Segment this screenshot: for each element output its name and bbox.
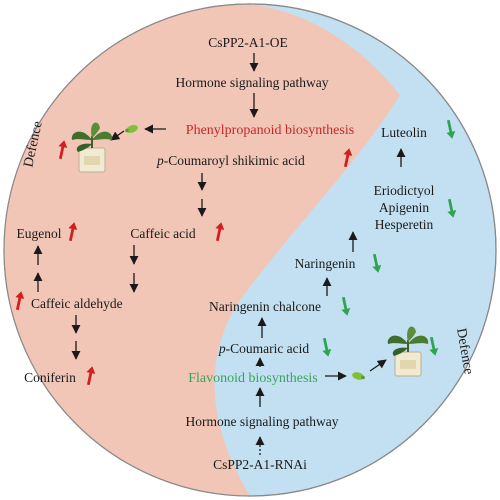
up-arrow-icon	[58, 140, 68, 160]
potted-plant-icon	[387, 326, 429, 377]
flavonoid-label: Flavonoid biosynthesis	[188, 371, 318, 386]
down-arrow-icon	[447, 198, 457, 218]
insect-icon	[125, 125, 138, 133]
down-arrow-icon	[446, 119, 456, 139]
apigenin-label: Apigenin	[379, 200, 429, 215]
down-arrow-icon	[341, 296, 351, 316]
outer-ring	[3, 3, 497, 497]
up-arrow-icon	[15, 291, 25, 311]
luteolin-label: Luteolin	[381, 125, 427, 140]
eriodictyol-label: Eriodictyol	[374, 183, 435, 198]
insect-icon	[352, 372, 365, 380]
coumaric-label: p-Coumaric acid	[218, 341, 310, 356]
up-arrow-icon	[215, 222, 225, 242]
flow-arrow	[110, 130, 125, 141]
potted-plant-icon	[71, 122, 113, 173]
coniferin-label: Coniferin	[24, 370, 76, 385]
chalcone-label: Naringenin chalcone	[209, 299, 321, 314]
up-arrow-icon	[343, 148, 353, 168]
up-arrow-icon	[68, 222, 78, 242]
oe-region	[4, 4, 400, 496]
naringenin-label: Naringenin	[295, 256, 356, 271]
down-arrow-icon	[429, 336, 439, 356]
eugenol-label: Eugenol	[17, 226, 62, 241]
caffeic-acid-label: Caffeic acid	[130, 226, 196, 241]
phenylpropanoid-label: Phenylpropanoid biosynthesis	[186, 123, 354, 138]
oe-hormone-label: Hormone signaling pathway	[176, 75, 329, 90]
flow-arrow	[369, 359, 387, 372]
hesperetin-label: Hesperetin	[375, 217, 434, 232]
rnai-label: CsPP2-A1-RNAi	[213, 457, 307, 472]
up-arrow-icon	[86, 366, 96, 386]
rnai-hormone-label: Hormone signaling pathway	[186, 414, 339, 429]
down-arrow-icon	[322, 337, 332, 357]
coumaroyl-label: p-Coumaroyl shikimic acid	[156, 153, 305, 168]
oe-label: CsPP2-A1-OE	[208, 35, 288, 50]
down-arrow-icon	[372, 253, 382, 273]
caffeic-aldehyde-label: Caffeic aldehyde	[31, 296, 123, 311]
